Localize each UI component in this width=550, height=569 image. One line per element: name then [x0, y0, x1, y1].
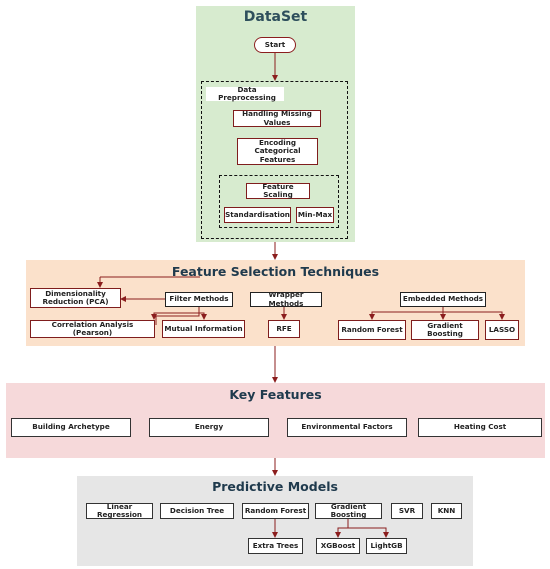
- data-preprocessing-label: Data Preprocessing: [206, 85, 284, 102]
- feature-scaling-node: Feature Scaling: [246, 182, 310, 199]
- fs-random-forest-node: Random Forest: [338, 320, 406, 340]
- feature-selection-title: Feature Selection Techniques: [171, 264, 380, 279]
- decision-tree-node: Decision Tree: [160, 503, 234, 519]
- wrapper-methods-node: Wrapper Methods: [250, 291, 322, 307]
- pm-gradient-boosting-node: Gradient Boosting: [315, 502, 382, 519]
- correlation-analysis-node: Correlation Analysis (Pearson): [30, 320, 155, 338]
- encoding-categorical-node: Encoding Categorical Features: [237, 138, 318, 165]
- feature-scaling-group: [219, 175, 339, 228]
- xgboost-node: XGBoost: [316, 538, 360, 554]
- standardisation-node: Standardisation: [224, 207, 291, 223]
- filter-methods-node: Filter Methods: [165, 292, 233, 307]
- knn-node: KNN: [431, 503, 462, 519]
- pca-node: Dimensionality Reduction (PCA): [30, 288, 121, 308]
- dataset-title: DataSet: [243, 9, 308, 25]
- extra-trees-node: Extra Trees: [248, 538, 303, 554]
- start-node: Start: [254, 37, 296, 53]
- min-max-node: Min-Max: [296, 207, 334, 223]
- handling-missing-values-node: Handling Missing Values: [233, 110, 321, 127]
- linear-regression-node: Linear Regression: [86, 502, 153, 519]
- mutual-information-node: Mutual Information: [162, 320, 245, 338]
- key-feature-environmental-factors: Environmental Factors: [287, 418, 407, 437]
- key-feature-building-archetype: Building Archetype: [11, 418, 131, 437]
- lasso-node: LASSO: [485, 320, 519, 340]
- embedded-methods-node: Embedded Methods: [400, 292, 486, 307]
- predictive-models-title: Predictive Models: [212, 479, 338, 494]
- lightgb-node: LightGB: [366, 538, 407, 554]
- data-preprocessing-group: [201, 81, 348, 239]
- rfe-node: RFE: [268, 320, 300, 338]
- fs-gradient-boosting-node: Gradient Boosting: [411, 320, 479, 340]
- key-feature-heating-cost: Heating Cost: [418, 418, 542, 437]
- svr-node: SVR: [391, 503, 423, 519]
- key-feature-energy: Energy: [149, 418, 269, 437]
- pm-random-forest-node: Random Forest: [242, 503, 309, 519]
- key-features-title: Key Features: [229, 387, 322, 402]
